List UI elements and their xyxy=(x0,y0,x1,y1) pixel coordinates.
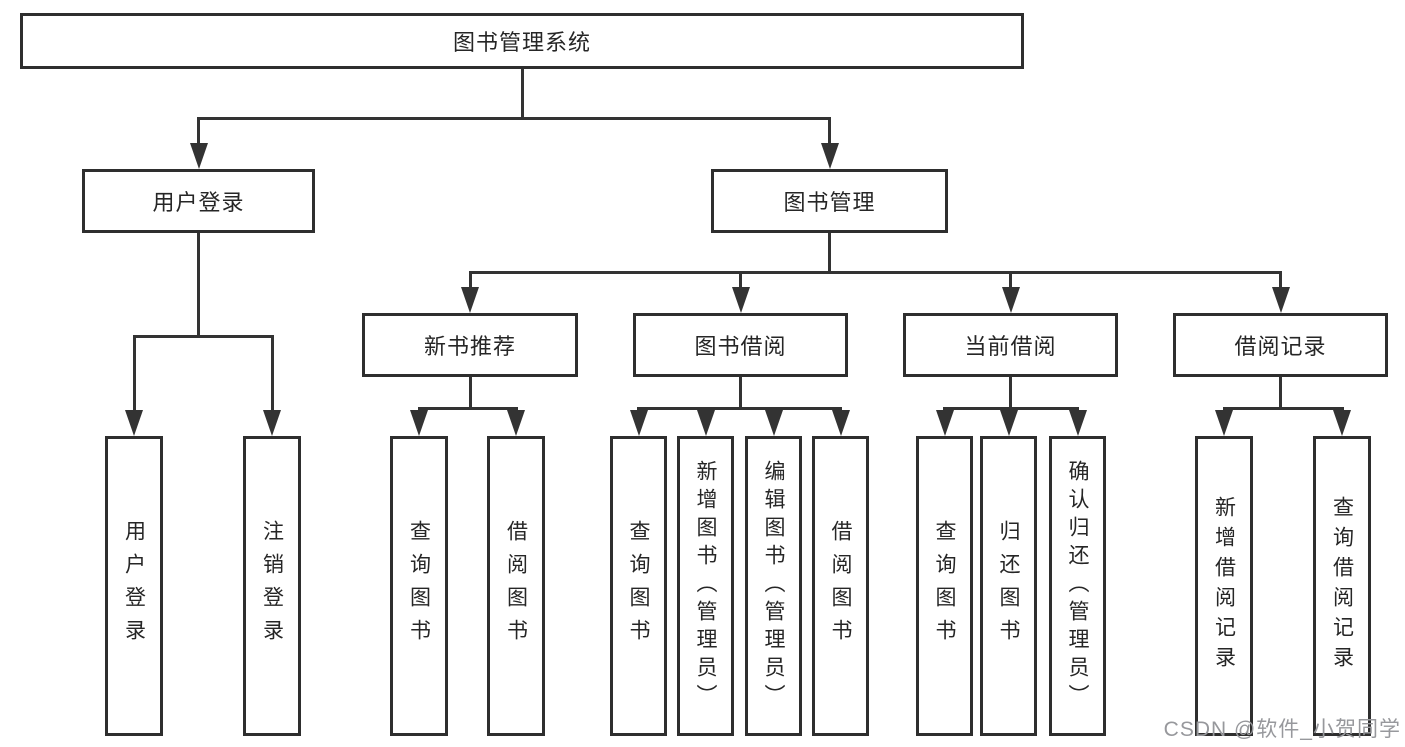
arrowhead-down-icon xyxy=(1271,287,1290,313)
arrowhead-down-icon xyxy=(629,410,648,436)
arrowhead-down-icon xyxy=(831,410,850,436)
connector-line xyxy=(468,272,472,293)
node-current-borrow: 当前借阅 xyxy=(903,313,1118,377)
connector-line xyxy=(132,334,274,338)
watermark: CSDN @软件_小贺同学 xyxy=(1163,718,1401,741)
arrowhead-down-icon xyxy=(125,410,143,436)
leaf-query-books-borrow: 查询图书 xyxy=(610,436,667,736)
node-root: 图书管理系统 xyxy=(20,13,1024,69)
leaf-logout: 注销登录 xyxy=(243,436,301,736)
connector-line xyxy=(739,272,742,293)
connector-line xyxy=(270,336,274,416)
leaf-borrow-books-recommend: 借阅图书 xyxy=(487,436,545,736)
leaf-query-books-recommend: 查询图书 xyxy=(390,436,448,736)
node-user-login: 用户登录 xyxy=(82,169,315,233)
connector-line xyxy=(520,69,524,118)
arrowhead-down-icon xyxy=(507,410,525,436)
connector-line xyxy=(828,233,831,272)
arrowhead-down-icon xyxy=(1333,410,1351,436)
connector-line xyxy=(1009,377,1012,408)
arrowhead-down-icon xyxy=(696,410,715,436)
leaf-add-borrow-record: 新增借阅记录 xyxy=(1195,436,1253,736)
leaf-edit-book-admin: 编辑图书（管理员） xyxy=(745,436,802,736)
leaf-return-book: 归还图书 xyxy=(980,436,1037,736)
leaf-confirm-return-admin: 确认归还（管理员） xyxy=(1049,436,1106,736)
arrowhead-down-icon xyxy=(731,287,750,313)
arrowhead-down-icon xyxy=(1068,410,1087,436)
arrowhead-down-icon xyxy=(263,410,281,436)
leaf-borrow-books-borrow: 借阅图书 xyxy=(812,436,869,736)
connector-line xyxy=(197,116,831,120)
leaf-query-borrow-record: 查询借阅记录 xyxy=(1313,436,1371,736)
connector-line xyxy=(468,270,1282,274)
connector-line xyxy=(197,118,200,149)
connector-line xyxy=(828,118,831,149)
arrowhead-down-icon xyxy=(935,410,954,436)
leaf-user-login: 用户登录 xyxy=(105,436,163,736)
connector-line xyxy=(197,233,200,336)
arrowhead-down-icon xyxy=(1215,410,1233,436)
node-book-borrow: 图书借阅 xyxy=(633,313,848,377)
connector-line xyxy=(417,406,518,410)
arrowhead-down-icon xyxy=(461,287,479,313)
connector-line xyxy=(132,336,136,416)
arrowhead-down-icon xyxy=(1001,287,1020,313)
node-book-management: 图书管理 xyxy=(711,169,948,233)
connector-line xyxy=(943,406,1079,410)
arrowhead-down-icon xyxy=(410,410,428,436)
arrowhead-down-icon xyxy=(764,410,783,436)
connector-line xyxy=(468,377,472,408)
node-new-book-recommend: 新书推荐 xyxy=(362,313,578,377)
connector-line xyxy=(1279,272,1282,293)
connector-line xyxy=(1279,377,1282,408)
arrowhead-down-icon xyxy=(999,410,1018,436)
leaf-add-book-admin: 新增图书（管理员） xyxy=(677,436,734,736)
connector-line xyxy=(739,377,742,408)
node-borrow-records: 借阅记录 xyxy=(1173,313,1388,377)
arrowhead-down-icon xyxy=(189,143,208,169)
leaf-query-books-current: 查询图书 xyxy=(916,436,973,736)
connector-line xyxy=(637,406,842,410)
connector-line xyxy=(1009,272,1012,293)
arrowhead-down-icon xyxy=(820,143,839,169)
connector-line xyxy=(1222,406,1344,410)
